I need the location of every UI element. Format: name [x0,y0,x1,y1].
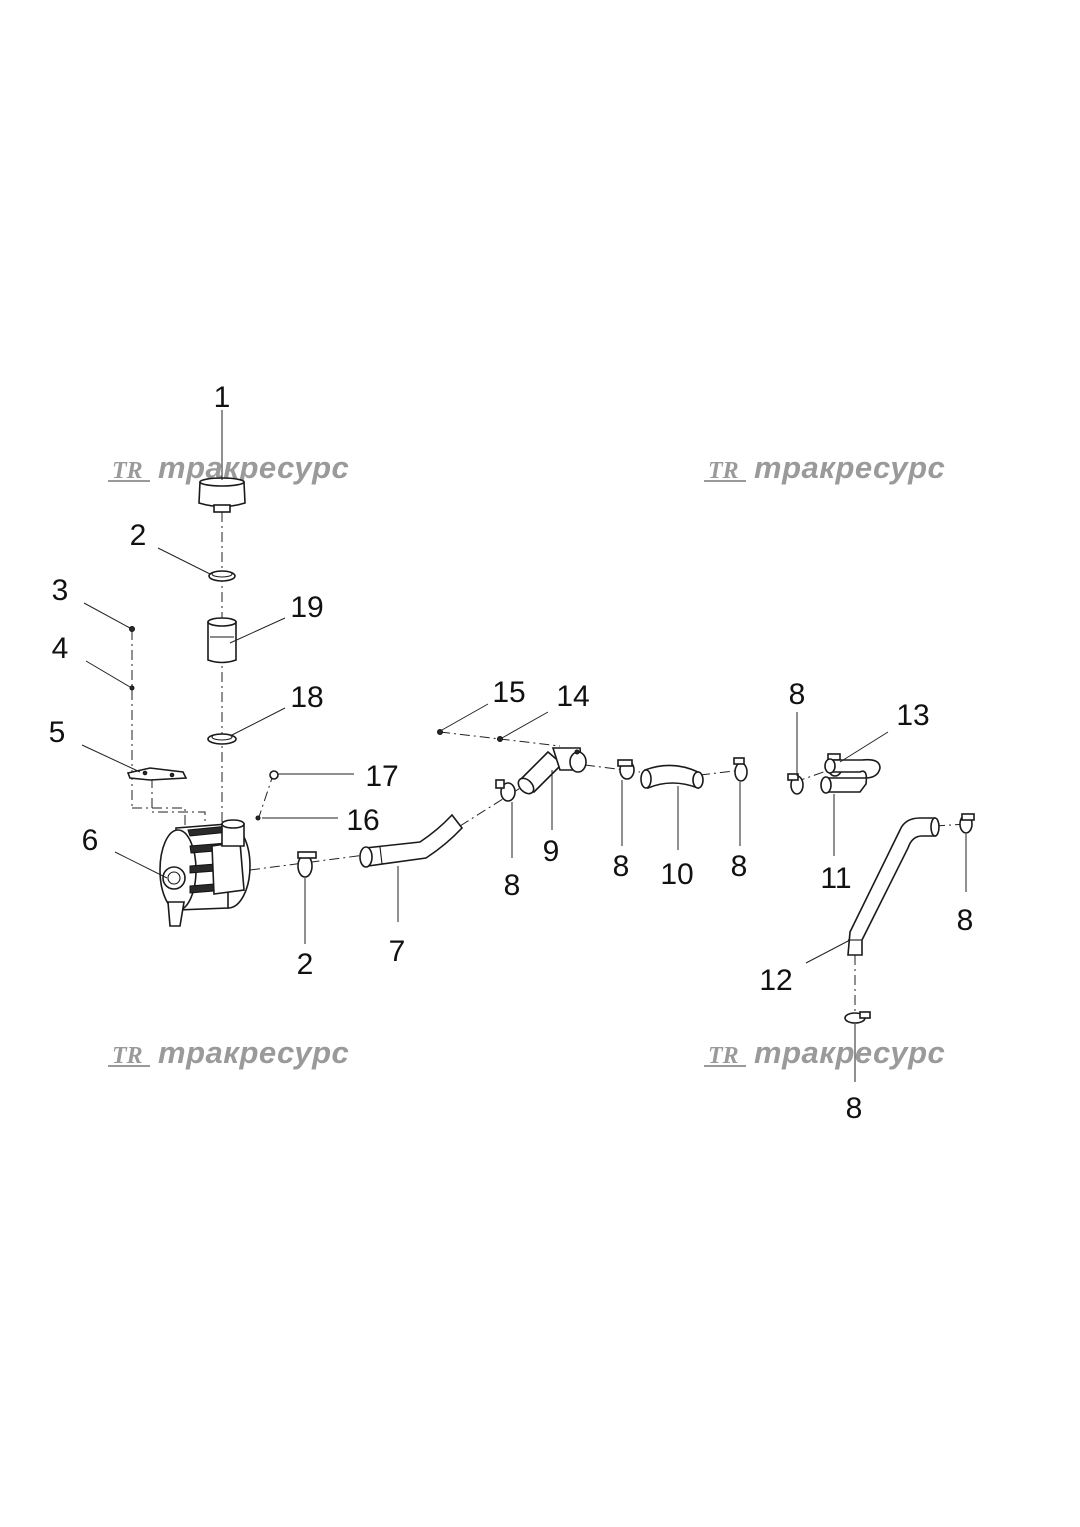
callout-8e: 8 [957,904,974,937]
callout-8f: 8 [846,1092,863,1125]
part-clamp [733,757,748,782]
part-clamp [617,759,635,780]
part-clamp [787,773,804,795]
watermark-text: тракресурс [754,450,945,485]
part-adapter [551,747,587,773]
watermark-bottom-right: TR тракресурс [704,1035,945,1070]
part-cap [198,477,246,513]
part-screw [437,729,443,735]
part-bracket [126,767,188,781]
callout-2b: 2 [297,948,314,981]
part-nut [497,736,503,742]
callout-8a: 8 [504,869,521,902]
part-sensor [269,770,279,780]
watermark-logo: TR [708,458,739,484]
callout-3: 3 [52,574,69,607]
part-long-hose [847,817,940,956]
part-ring-upper [208,570,236,582]
watermark-top-right: TR тракресурс [704,450,945,485]
watermark-logo: TR [112,1043,143,1069]
watermark-text: тракресурс [754,1035,945,1070]
leader-lines [81,410,967,1082]
part-clamp [495,779,516,802]
watermark-logo: TR [708,1043,739,1069]
callout-10: 10 [660,858,693,891]
callout-11: 11 [820,862,851,895]
callout-15: 15 [492,676,525,709]
callout-2: 2 [130,519,147,552]
callout-5: 5 [49,716,66,749]
part-ring-lower [207,733,237,745]
part-air-filter-housing [159,819,251,927]
part-bolt [129,626,135,632]
callout-12: 12 [759,964,792,997]
callout-7: 7 [389,935,406,968]
watermark-top-left: TR тракресурс [108,450,349,485]
part-washer [129,685,135,691]
callout-8d: 8 [789,678,806,711]
part-pin [255,815,261,821]
part-short-pipe [207,617,237,664]
watermark-bottom-left: TR тракресурс [108,1035,349,1070]
watermark-text: тракресурс [158,450,349,485]
callout-14: 14 [556,680,589,713]
part-bent-tube [820,758,881,794]
callout-6: 6 [82,824,99,857]
part-clamp [297,851,317,878]
part-clamp [844,1011,871,1024]
callout-1: 1 [214,381,231,414]
callout-18: 18 [290,681,323,714]
part-intake-hose [359,813,464,868]
part-clamp [959,813,975,834]
callout-8b: 8 [613,850,630,883]
watermark-text: тракресурс [158,1035,349,1070]
watermark-logo: TR [112,458,143,484]
callout-13: 13 [896,699,929,732]
part-connecting-hose [640,764,704,790]
callout-4: 4 [52,632,69,665]
callout-17: 17 [365,760,398,793]
part-elbow-fitting [517,750,564,795]
callout-9: 9 [543,835,560,868]
callout-16: 16 [346,804,379,837]
callout-8c: 8 [731,850,748,883]
callout-19: 19 [290,591,323,624]
callout-labels: 1 2 3 4 5 6 19 18 17 16 2 7 8 9 15 14 8 … [49,381,974,1125]
